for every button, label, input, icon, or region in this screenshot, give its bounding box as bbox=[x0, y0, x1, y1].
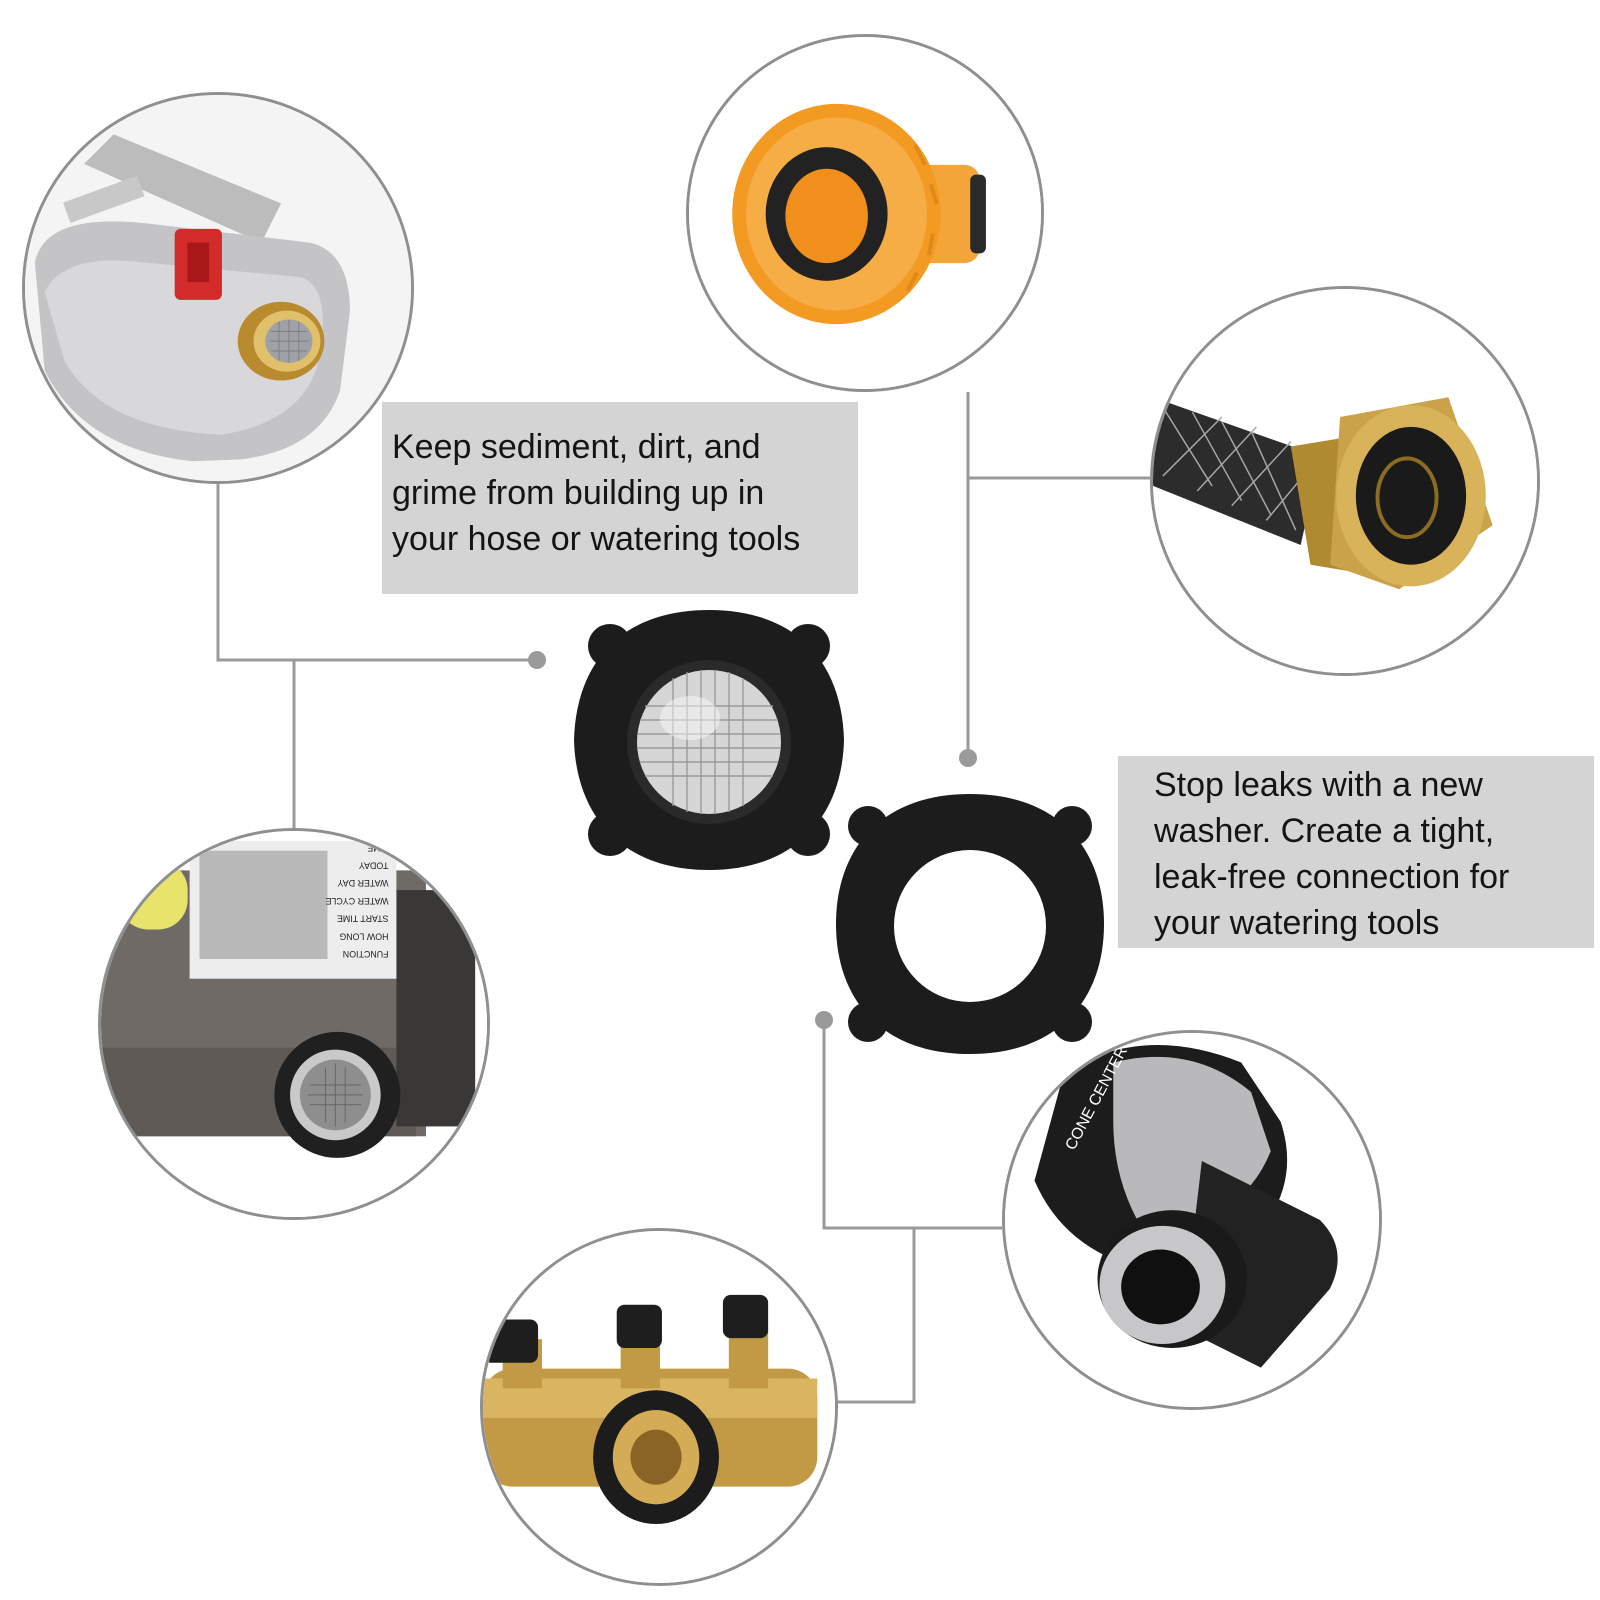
timer-label-3: WATER CYCLE bbox=[325, 896, 388, 906]
water-timer-circle: FUNCTION HOW LONG START TIME WATER CYCLE… bbox=[98, 828, 490, 1220]
timer-label-5: TODAY bbox=[359, 861, 389, 871]
washer-callout-line-3: leak-free connection for bbox=[1154, 858, 1510, 896]
timer-label-6: TIME bbox=[367, 843, 388, 853]
connector-dot-filter bbox=[528, 651, 546, 669]
filter-callout-line-3: your hose or watering tools bbox=[392, 520, 801, 558]
filter-washer bbox=[570, 606, 848, 874]
timer-label-4: WATER DAY bbox=[337, 878, 388, 888]
connector-dot-washer-bottom bbox=[815, 1011, 833, 1029]
brass-manifold-circle bbox=[480, 1228, 838, 1586]
spray-nozzle-icon: CONE CENTER bbox=[1005, 1033, 1379, 1407]
sprinkler-inlet-circle bbox=[22, 92, 414, 484]
washer-callout-line-4: your watering tools bbox=[1154, 904, 1440, 942]
washer-callout: Stop leaks with a new washer. Create a t… bbox=[1118, 756, 1594, 948]
spray-nozzle-circle: CONE CENTER bbox=[1002, 1030, 1382, 1410]
flat-washer bbox=[832, 790, 1108, 1058]
tap-adapter-circle bbox=[686, 34, 1044, 392]
flat-washer-icon bbox=[836, 794, 1104, 1054]
washer-callout-line-2: washer. Create a tight, bbox=[1154, 812, 1495, 850]
connector-dot-washer-top bbox=[959, 749, 977, 767]
filter-callout-line-2: grime from building up in bbox=[392, 474, 765, 512]
washer-callout-line-1: Stop leaks with a new bbox=[1154, 766, 1483, 804]
filter-callout-line-1: Keep sediment, dirt, and bbox=[392, 428, 761, 466]
filter-callout: Keep sediment, dirt, and grime from buil… bbox=[382, 402, 858, 594]
timer-label-2: START TIME bbox=[337, 914, 389, 924]
hose-coupling-circle bbox=[1150, 286, 1540, 676]
brass-manifold-icon bbox=[483, 1231, 835, 1583]
timer-label-1: HOW LONG bbox=[339, 931, 388, 941]
orange-adapter-icon bbox=[689, 37, 1041, 389]
filter-washer-icon bbox=[574, 610, 844, 870]
timer-label-0: FUNCTION bbox=[343, 949, 389, 959]
hose-coupling-icon bbox=[1153, 289, 1537, 673]
water-timer-icon: FUNCTION HOW LONG START TIME WATER CYCLE… bbox=[101, 831, 487, 1217]
sprinkler-icon bbox=[25, 95, 411, 481]
